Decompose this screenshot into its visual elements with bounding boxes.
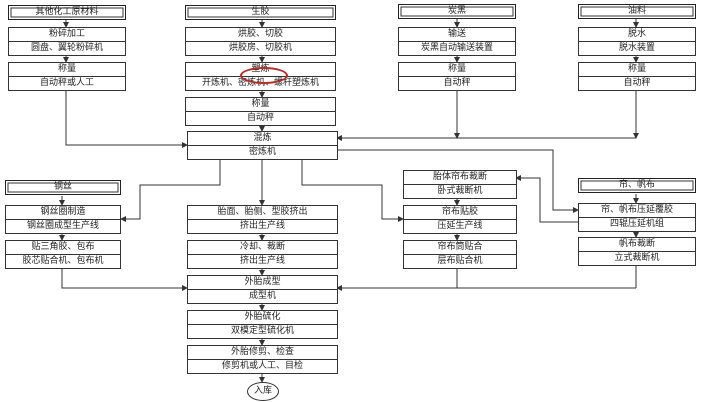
step-weigh-oil: 称量自动秤 xyxy=(578,62,696,91)
step-equipment: 挤出生产线 xyxy=(188,219,337,233)
step-equipment: 四辊压延机组 xyxy=(579,217,695,231)
input-fabric: 帘、帆布 xyxy=(578,178,696,193)
input-steel-wire: 钢丝 xyxy=(5,180,121,195)
step-title: 帘布筒贴合 xyxy=(437,242,483,252)
step-title: 钢丝圈制造 xyxy=(40,207,86,217)
step-equipment: 钢丝圈成型生产线 xyxy=(6,219,120,233)
highlight-ellipse xyxy=(240,67,288,84)
step-calender: 帘、帆布压延覆胶四辊压延机组 xyxy=(578,203,696,232)
step-bead: 钢丝圈制造钢丝圈成型生产线 xyxy=(5,205,121,234)
step-title: 脱水 xyxy=(627,29,646,39)
step-equipment: 修剪机或人工、目检 xyxy=(188,359,337,373)
step-cure: 外胎硫化双模定型硫化机 xyxy=(187,310,338,339)
step-ply-drum: 帘布筒贴合层布贴合机 xyxy=(403,240,517,269)
input-carbon-black: 炭黑 xyxy=(398,4,516,19)
step-equipment: 层布贴合机 xyxy=(404,254,516,268)
step-equipment: 成型机 xyxy=(188,289,337,303)
step-title: 烘胶、切胶 xyxy=(237,29,283,39)
step-crush: 粉碎加工圆盘、翼轮粉碎机 xyxy=(8,27,126,56)
step-title: 胎体帘布裁断 xyxy=(432,172,487,182)
step-equipment: 胶芯贴合机、包布机 xyxy=(6,254,120,268)
step-title: 称量 xyxy=(447,64,466,74)
step-title: 贴三角胶、包布 xyxy=(31,242,95,252)
step-title: 冷却、裁断 xyxy=(239,242,285,252)
step-title: 称量 xyxy=(627,64,646,74)
step-cool-cut: 冷却、裁断挤出生产线 xyxy=(187,240,338,269)
step-convey: 输送炭黑自动输送装置 xyxy=(398,27,516,56)
step-equipment: 圆盘、翼轮粉碎机 xyxy=(9,41,125,55)
step-title: 粉碎加工 xyxy=(48,29,85,39)
step-equipment: 炭黑自动输送装置 xyxy=(399,41,515,55)
step-equipment: 自动秤 xyxy=(579,76,695,90)
step-equipment: 挤出生产线 xyxy=(188,254,337,268)
step-equipment: 双模定型硫化机 xyxy=(188,324,337,338)
step-ply-cut: 胎体帘布裁断卧式裁断机 xyxy=(403,170,517,199)
step-title: 胎面、胎侧、型胶挤出 xyxy=(217,207,308,217)
step-title: 帆布裁断 xyxy=(618,239,655,249)
step-equipment: 烘胶房、切胶机 xyxy=(186,41,335,55)
step-equipment: 脱水装置 xyxy=(579,41,695,55)
input-raw-rubber: 生胶 xyxy=(185,5,336,20)
step-dry-cut: 烘胶、切胶烘胶房、切胶机 xyxy=(185,27,336,56)
end-warehouse: 入库 xyxy=(247,382,279,401)
input-chemicals: 其他化工原材料 xyxy=(8,5,126,20)
step-title: 外胎成型 xyxy=(244,277,281,287)
step-equipment: 压延生产线 xyxy=(404,219,516,233)
step-mix: 混炼密炼机 xyxy=(187,131,338,160)
step-weigh-chem: 称量自动秤或人工 xyxy=(8,62,126,91)
step-title: 外胎修剪、检查 xyxy=(230,347,294,357)
step-build: 外胎成型成型机 xyxy=(187,275,338,304)
step-extrude: 胎面、胎侧、型胶挤出挤出生产线 xyxy=(187,205,338,234)
step-apex: 贴三角胶、包布胶芯贴合机、包布机 xyxy=(5,240,121,269)
step-dewater: 脱水脱水装置 xyxy=(578,27,696,56)
input-oil: 油料 xyxy=(578,4,696,19)
step-ply-coat: 帘布贴胶压延生产线 xyxy=(403,205,517,234)
step-title: 帘、帆布压延覆胶 xyxy=(600,205,673,215)
step-title: 外胎硫化 xyxy=(244,312,281,322)
step-title: 称量 xyxy=(251,99,270,109)
step-equipment: 自动秤或人工 xyxy=(9,76,125,90)
step-weigh-carbon: 称量自动秤 xyxy=(398,62,516,91)
step-equipment: 立式裁断机 xyxy=(579,251,695,265)
step-trim-inspect: 外胎修剪、检查修剪机或人工、目检 xyxy=(187,345,338,374)
step-title: 混炼 xyxy=(253,133,272,143)
step-equipment: 自动秤 xyxy=(186,111,335,125)
step-equipment: 自动秤 xyxy=(399,76,515,90)
step-equipment: 密炼机 xyxy=(188,145,337,159)
step-canvas-cut: 帆布裁断立式裁断机 xyxy=(578,237,696,266)
step-equipment: 卧式裁断机 xyxy=(404,184,516,198)
step-title: 帘布贴胶 xyxy=(441,207,478,217)
step-title: 输送 xyxy=(447,29,466,39)
step-title: 称量 xyxy=(57,64,76,74)
step-weigh-rubber: 称量自动秤 xyxy=(185,97,336,126)
